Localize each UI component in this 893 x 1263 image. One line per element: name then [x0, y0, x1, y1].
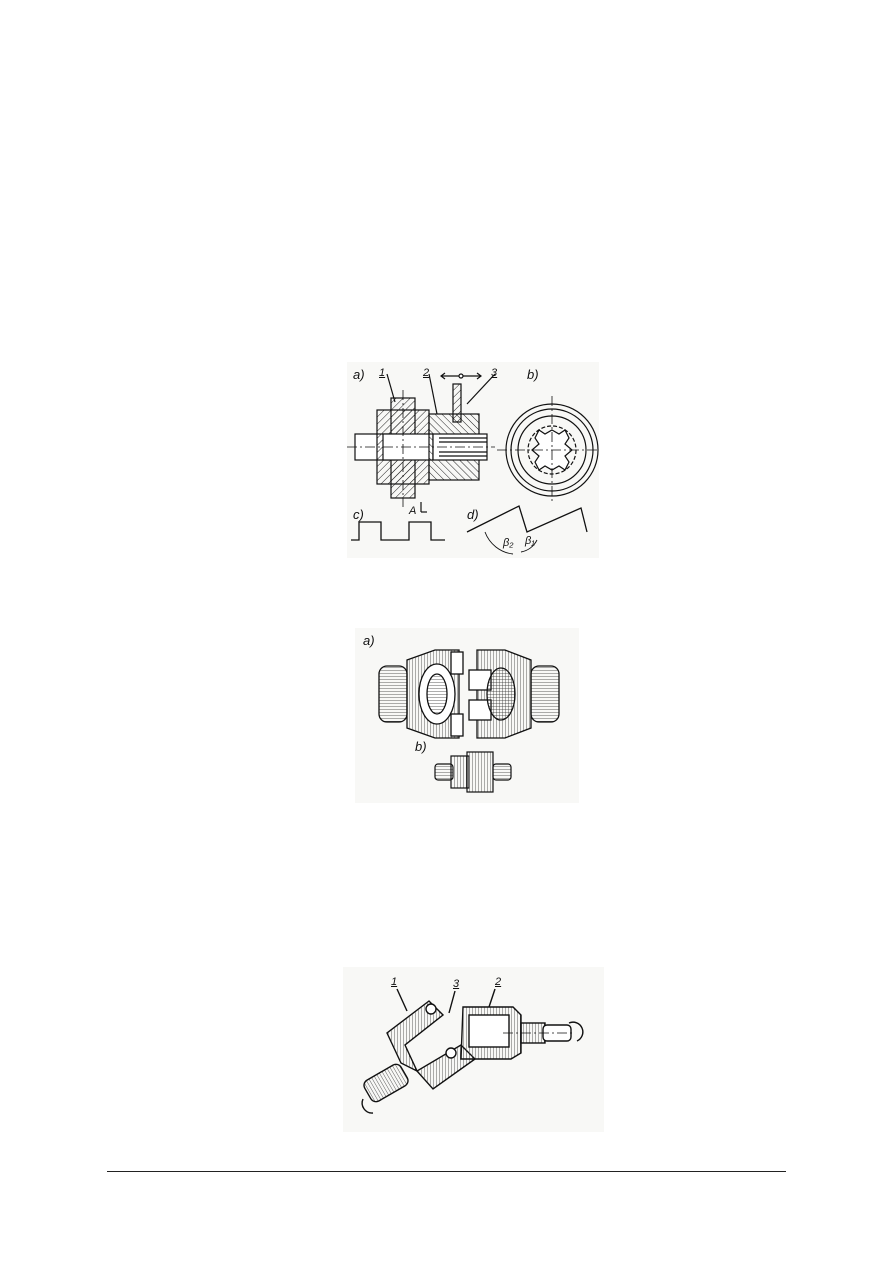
tooth-profile-sawtooth	[466, 505, 588, 555]
coupling-assembly	[361, 988, 584, 1114]
label-b: b)	[415, 739, 427, 754]
part-number-2: 2	[495, 976, 502, 988]
coupling-halves	[378, 649, 560, 739]
part-number-3: 3	[491, 367, 498, 379]
tooth-profile-rectangular	[351, 521, 445, 541]
section-view	[347, 372, 496, 513]
figure-2-claw-coupling: a) b)	[355, 628, 579, 803]
assembled-coupling	[434, 751, 512, 793]
part-number-2: 2	[423, 367, 430, 379]
label-a: a)	[363, 633, 375, 648]
figure-3-oldham-coupling: 1 3 2	[343, 967, 604, 1132]
footer-rule	[107, 1171, 786, 1172]
label-c: c)	[353, 507, 364, 522]
figure-3-drawing	[361, 988, 584, 1114]
angle-beta1: β₁	[525, 535, 535, 547]
figure-1-dog-clutch-section: a) 1 2 3 b) c) A d) β₂ β₁	[347, 362, 599, 558]
label-A: A	[409, 505, 417, 517]
part-number-1: 1	[379, 367, 386, 379]
figure-1-drawing	[347, 372, 599, 555]
part-number-1: 1	[391, 976, 398, 988]
label-d: d)	[467, 507, 479, 522]
part-number-3: 3	[453, 978, 460, 990]
end-view	[497, 396, 599, 504]
label-b: b)	[527, 367, 539, 382]
label-a: a)	[353, 367, 365, 382]
angle-beta2: β₂	[503, 537, 514, 549]
figure-2-drawing	[378, 649, 560, 793]
